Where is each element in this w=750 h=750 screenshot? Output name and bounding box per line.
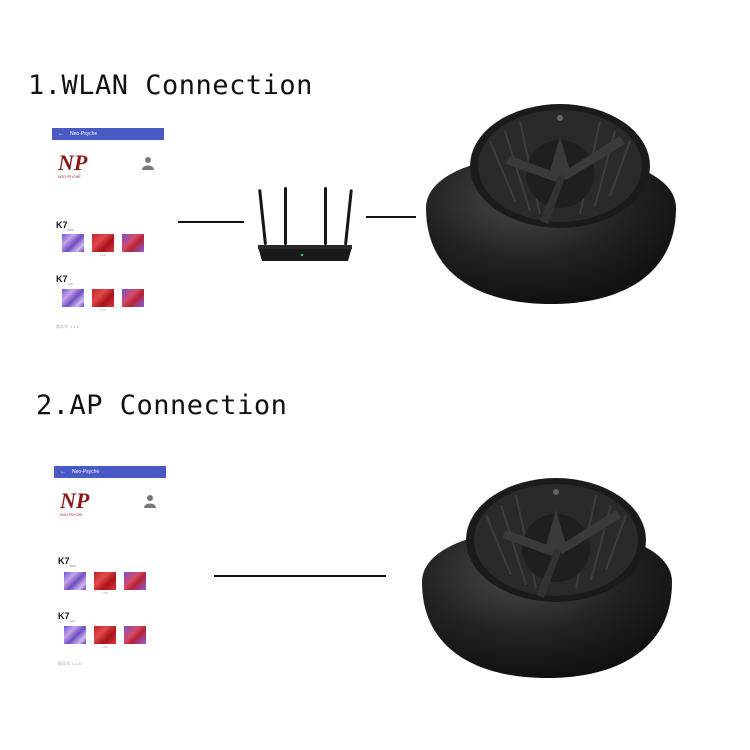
- section-title-wlan: 1.WLAN Connection: [28, 70, 313, 101]
- product-thumbs-k7-mini: LFS: [62, 289, 144, 312]
- preset-thumb[interactable]: LFS: [92, 234, 114, 257]
- app-bar: ← Neo-Psyche: [54, 466, 166, 478]
- preset-thumb[interactable]: LFS: [94, 626, 116, 649]
- product-label-k7-pro: K7PRO: [58, 556, 77, 568]
- version-footer: 版本号: 1.1.6: [56, 324, 80, 329]
- wifi-router-icon: [258, 187, 353, 261]
- phone-app-screen: ← Neo-Psyche NP NOO PSYCHE K7PRO LFS K7m…: [52, 128, 164, 338]
- np-logo-icon: NP NOO PSYCHE: [57, 150, 88, 179]
- product-thumbs-k7-pro: LFS: [64, 572, 146, 595]
- logo-text: NP: [59, 488, 90, 513]
- connection-line: [366, 216, 416, 218]
- connection-line: [214, 575, 386, 577]
- logo-subtext: NOO PSYCHE: [58, 175, 81, 179]
- preset-thumb[interactable]: [62, 234, 84, 252]
- product-thumbs-k7-pro: LFS: [62, 234, 144, 257]
- aquarium-light-device-icon: [422, 478, 672, 678]
- logo-text: NP: [57, 150, 88, 175]
- preset-thumb[interactable]: LFS: [92, 289, 114, 312]
- section-title-ap: 2.AP Connection: [36, 390, 288, 421]
- product-thumbs-k7-mini: LFS: [64, 626, 146, 649]
- preset-thumb[interactable]: [122, 234, 144, 252]
- back-arrow-icon[interactable]: ←: [58, 131, 64, 137]
- app-title: Neo-Psyche: [72, 469, 100, 475]
- aquarium-light-device-icon: [426, 104, 676, 304]
- np-logo-icon: NP NOO PSYCHE: [59, 488, 90, 517]
- phone-app-screen: ← Neo-Psyche NP NOO PSYCHE K7PRO LFS K7m…: [54, 466, 166, 676]
- preset-thumb[interactable]: [124, 626, 146, 644]
- preset-thumb[interactable]: [64, 626, 86, 644]
- product-label-k7-mini: K7mini: [56, 274, 74, 286]
- product-label-k7-pro: K7PRO: [56, 220, 75, 232]
- preset-thumb[interactable]: [64, 572, 86, 590]
- preset-thumb[interactable]: [124, 572, 146, 590]
- preset-thumb[interactable]: LFS: [94, 572, 116, 595]
- connection-line: [178, 221, 244, 223]
- back-arrow-icon[interactable]: ←: [60, 469, 66, 475]
- product-label-k7-mini: K7mini: [58, 611, 76, 623]
- user-icon[interactable]: [142, 156, 154, 170]
- app-bar: ← Neo-Psyche: [52, 128, 164, 140]
- user-icon[interactable]: [144, 494, 156, 508]
- logo-subtext: NOO PSYCHE: [60, 513, 83, 517]
- preset-thumb[interactable]: [62, 289, 84, 307]
- version-footer: 版本号: 1.1.6: [58, 661, 82, 666]
- app-title: Neo-Psyche: [70, 131, 98, 137]
- preset-thumb[interactable]: [122, 289, 144, 307]
